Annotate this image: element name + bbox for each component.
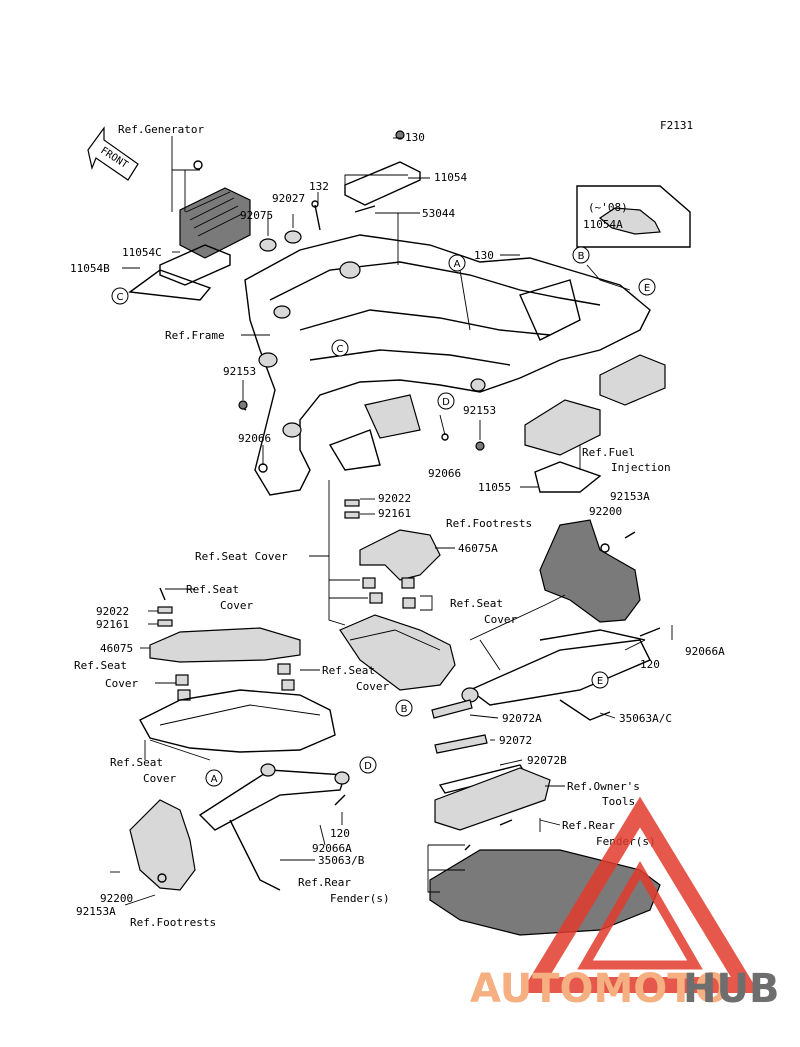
- label-46075A: 46075A: [458, 542, 498, 555]
- callout-c-right: C: [337, 344, 344, 355]
- label-tools: Tools: [602, 795, 635, 808]
- callout-c-left: C: [117, 292, 124, 303]
- label-11054C: 11054C: [122, 246, 162, 259]
- label-92200-right: 92200: [589, 505, 622, 518]
- label-92027: 92027: [272, 192, 305, 205]
- label-ref-rear-fender-left: Ref.Rear: [298, 876, 351, 889]
- label-92161-left: 92161: [96, 618, 129, 631]
- frame-illustration: [238, 234, 651, 496]
- callout-a-bottom: A: [211, 774, 218, 785]
- leader-lines: [110, 136, 673, 906]
- label-92153A-right: 92153A: [610, 490, 650, 503]
- variant-box: [576, 185, 691, 248]
- callout-a-top: A: [454, 259, 461, 270]
- stay-46075A: [344, 499, 441, 609]
- watermark-logo: AUTOMOTO HUB: [470, 796, 779, 1012]
- part-labels: Ref.Generator 92075 92027 132 130 11054 …: [70, 123, 725, 929]
- label-92022-left: 92022: [96, 605, 129, 618]
- label-120-left: 120: [330, 827, 350, 840]
- callout-d-top: D: [442, 397, 450, 408]
- label-ref-generator: Ref.Generator: [118, 123, 204, 136]
- label-ref-seat-3b: Cover: [105, 677, 138, 690]
- regulator-illustration: [128, 160, 251, 301]
- right-subframe: [461, 627, 661, 721]
- label-11054: 11054: [434, 171, 467, 184]
- label-92153-right: 92153: [463, 404, 496, 417]
- label-130-top: 130: [405, 131, 425, 144]
- label-53044: 53044: [422, 207, 455, 220]
- label-92161-upper: 92161: [378, 507, 411, 520]
- label-ref-seat-5: Ref.Seat: [110, 756, 163, 769]
- callout-e-bottom: E: [597, 676, 603, 687]
- label-ref-footrests-right: Ref.Footrests: [446, 517, 532, 530]
- label-92072: 92072: [499, 734, 532, 747]
- figure-code: F2131: [660, 119, 693, 132]
- bracket-11054: [344, 130, 421, 213]
- label-11055: 11055: [478, 481, 511, 494]
- left-side-rail: [139, 689, 336, 753]
- label-ref-seat-4b: Cover: [356, 680, 389, 693]
- variant-note: (~'08): [588, 201, 628, 214]
- label-92072A: 92072A: [502, 712, 542, 725]
- label-ref-seat-4: Ref.Seat: [322, 664, 375, 677]
- label-132: 132: [309, 180, 329, 193]
- label-35063AC: 35063A/C: [619, 712, 672, 725]
- label-92072B: 92072B: [527, 754, 567, 767]
- label-fender-left: Fender(s): [330, 892, 390, 905]
- label-ref-footrests-left: Ref.Footrests: [130, 916, 216, 929]
- label-ref-seat-cover-mid: Ref.Seat Cover: [195, 550, 288, 563]
- label-ref-fuel: Ref.Fuel: [582, 446, 635, 459]
- label-11054B: 11054B: [70, 262, 110, 275]
- callout-circles: C C A B E D B E A D: [111, 246, 656, 787]
- straps: [431, 699, 527, 794]
- label-92066-left: 92066: [238, 432, 271, 445]
- label-ref-frame: Ref.Frame: [165, 329, 225, 342]
- callout-e-top: E: [644, 283, 650, 294]
- label-ref-owners: Ref.Owner's: [567, 780, 640, 793]
- label-ref-seat-1b: Cover: [220, 599, 253, 612]
- fuel-injection-illustration: [524, 354, 666, 493]
- callout-b-top: B: [578, 251, 585, 262]
- label-92066A-right: 92066A: [685, 645, 725, 658]
- label-92066A-left: 92066A: [312, 842, 352, 855]
- label-ref-seat-5b: Cover: [143, 772, 176, 785]
- label-ref-seat-3: Ref.Seat: [74, 659, 127, 672]
- label-46075: 46075: [100, 642, 133, 655]
- label-ref-seat-2: Ref.Seat: [450, 597, 503, 610]
- label-130-mid: 130: [474, 249, 494, 262]
- label-92153A-left: 92153A: [76, 905, 116, 918]
- label-92066-right: 92066: [428, 467, 461, 480]
- label-injection: Injection: [611, 461, 671, 474]
- label-92022-upper: 92022: [378, 492, 411, 505]
- label-120-right: 120: [640, 658, 660, 671]
- label-ref-rear-fender-right: Ref.Rear: [562, 819, 615, 832]
- footrest-left-illustration: [129, 799, 196, 891]
- label-35063B: 35063/B: [318, 854, 365, 867]
- label-92153-left: 92153: [223, 365, 256, 378]
- footrest-right-illustration: [539, 519, 641, 623]
- left-stay-46075: [149, 587, 301, 701]
- label-92075: 92075: [240, 209, 273, 222]
- watermark-text-1: AUTOMOTO: [470, 966, 729, 1012]
- label-92200-left: 92200: [100, 892, 133, 905]
- callout-b-bottom: B: [401, 704, 408, 715]
- callout-d-bottom: D: [364, 761, 372, 772]
- seat-cover-bracket: [339, 614, 456, 691]
- label-ref-seat-1: Ref.Seat: [186, 583, 239, 596]
- part-label-11054A: 11054A: [583, 218, 623, 231]
- watermark-text-2: HUB: [683, 966, 779, 1012]
- tools-pouch: [434, 767, 551, 831]
- left-subframe: [198, 763, 350, 891]
- label-ref-seat-2b: Cover: [484, 613, 517, 626]
